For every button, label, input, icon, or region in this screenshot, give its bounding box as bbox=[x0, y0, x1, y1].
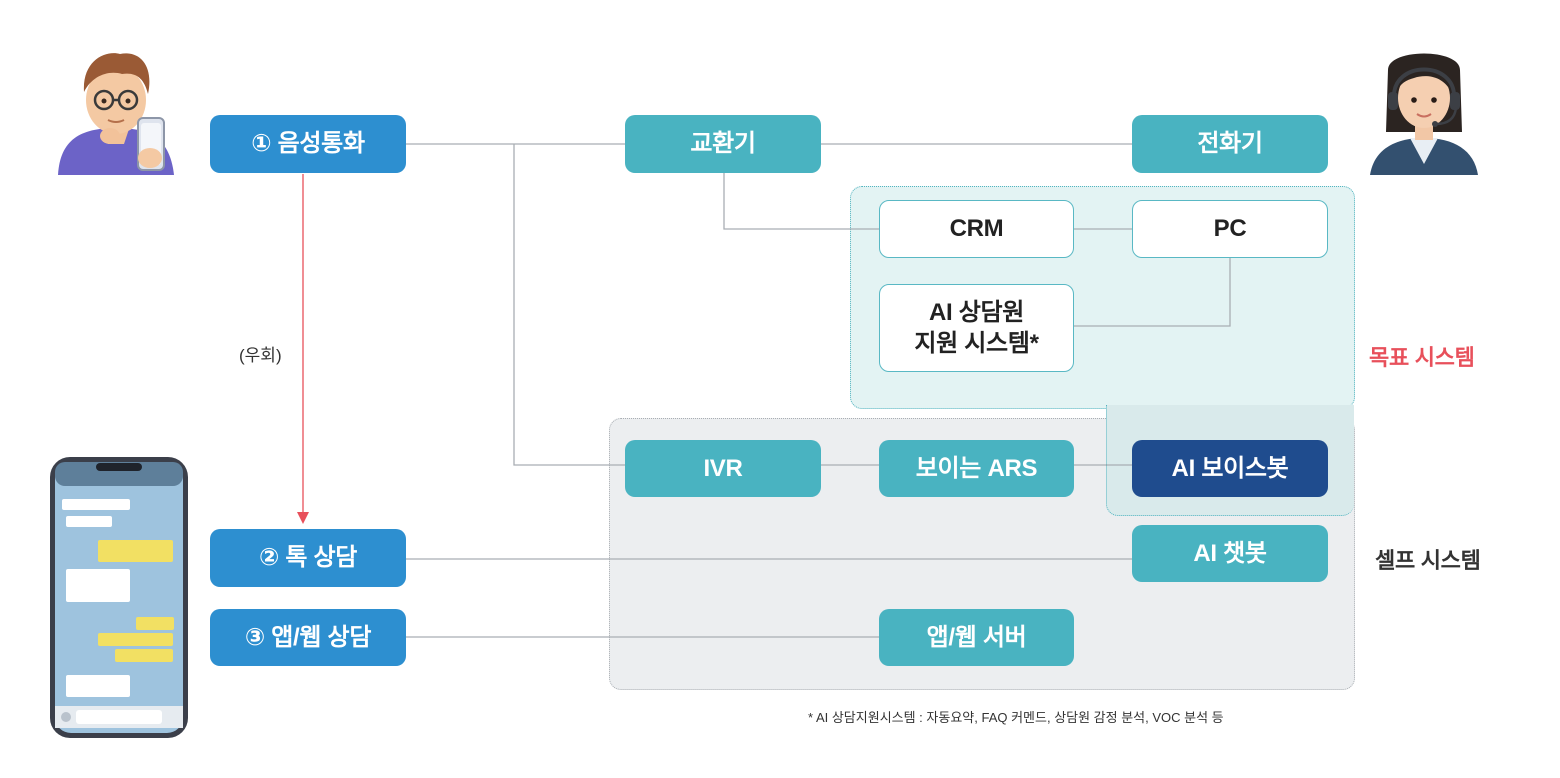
ai-assist-line2: 지원 시스템* bbox=[914, 330, 1039, 357]
ai-chatbot-node: AI 챗봇 bbox=[1132, 525, 1328, 582]
crm-node: CRM bbox=[879, 200, 1074, 258]
smartphone-chat-icon bbox=[50, 457, 188, 738]
voice-call-channel: ① 음성통화 bbox=[210, 115, 406, 173]
ai-voicebot-node: AI 보이스봇 bbox=[1132, 440, 1328, 497]
self-system-label: 셀프 시스템 bbox=[1375, 548, 1481, 573]
line-pc-ai-assist bbox=[1074, 258, 1231, 327]
customer-avatar-icon bbox=[58, 53, 174, 175]
agent-headset-avatar-icon bbox=[1370, 53, 1478, 175]
talk-consult-channel: ② 톡 상담 bbox=[210, 529, 406, 587]
app-web-server-node: 앱/웹 서버 bbox=[879, 609, 1074, 666]
footnote: * AI 상담지원시스템 : 자동요약, FAQ 커멘드, 상담원 감정 분석,… bbox=[808, 710, 1224, 725]
ai-assist-line1: AI 상담원 bbox=[928, 298, 1025, 326]
ivr-node: IVR bbox=[625, 440, 821, 497]
telephone-node: 전화기 bbox=[1132, 115, 1328, 173]
line-voice-ivr bbox=[513, 144, 625, 466]
visible-ars-node: 보이는 ARS bbox=[879, 440, 1074, 497]
goal-system-label: 목표 시스템 bbox=[1369, 345, 1475, 370]
exchange-node: 교환기 bbox=[625, 115, 821, 173]
detour-label: (우회) bbox=[239, 346, 282, 365]
line-exchange-crm bbox=[723, 173, 879, 230]
app-web-consult-channel: ③ 앱/웹 상담 bbox=[210, 609, 406, 666]
pc-node: PC bbox=[1132, 200, 1328, 258]
ai-agent-assist-node: AI 상담원 지원 시스템* bbox=[879, 284, 1074, 372]
